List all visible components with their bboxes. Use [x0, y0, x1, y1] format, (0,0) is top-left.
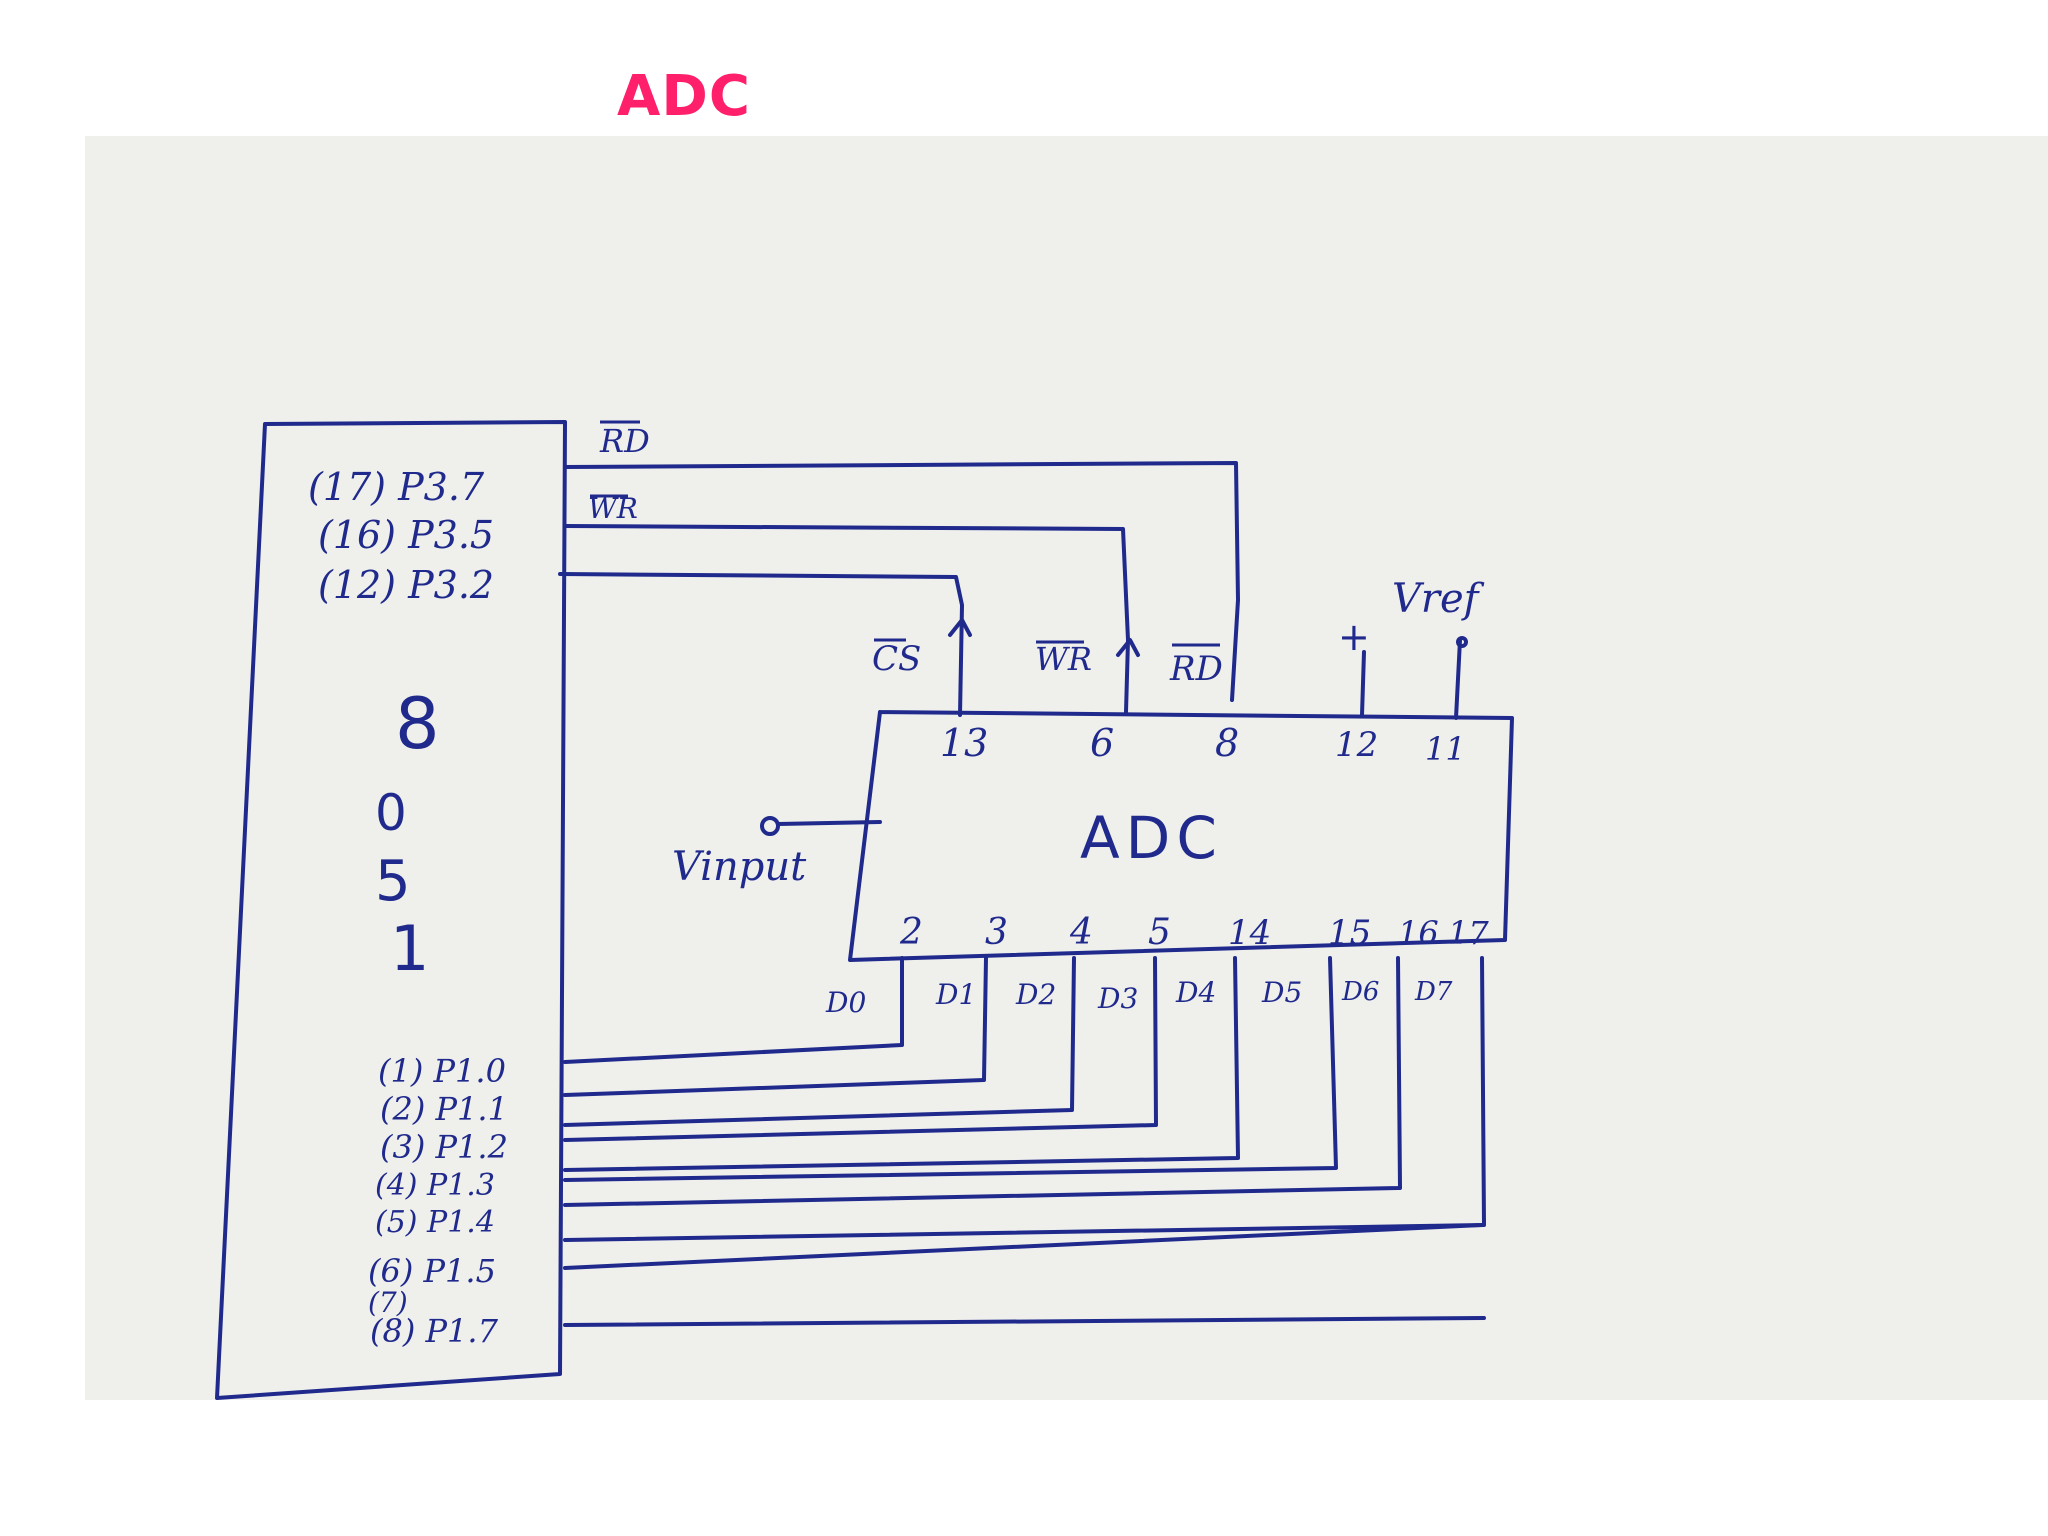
d3-wire	[563, 956, 1158, 1142]
mcu-pin-p17: (8) P1.7	[370, 1312, 499, 1350]
adc-pin-12: 12	[1335, 725, 1378, 765]
mcu-label-8: 8	[395, 683, 440, 765]
data-line-d6: D6	[1341, 977, 1379, 1007]
mcu-label-1: 1	[390, 912, 429, 985]
mcu-pin-p11: (2) P1.1	[380, 1090, 508, 1128]
adc-pin-5: 5	[1148, 912, 1171, 953]
d1-wire	[563, 956, 988, 1097]
data-line-d2: D2	[1015, 978, 1056, 1011]
rd-wire	[563, 461, 1240, 702]
adc-signal-wr: WR	[1035, 640, 1092, 678]
cs-wire	[558, 572, 964, 717]
p17-wire	[563, 1316, 1486, 1327]
d6-wire	[563, 956, 1402, 1207]
data-line-d5: D5	[1261, 976, 1302, 1009]
data-line-d0: D0	[825, 986, 866, 1019]
pin12-wire	[1360, 650, 1366, 717]
adc-pin-11: 11	[1425, 730, 1466, 768]
d4-wire	[563, 956, 1240, 1172]
wr-wire	[563, 524, 1130, 714]
adc-label: ADC	[1080, 804, 1223, 872]
adc-signal-vref: Vref	[1392, 576, 1485, 622]
mcu-pin-7: (7)	[368, 1286, 408, 1319]
mcu-pin-p32: (12) P3.2	[318, 563, 494, 607]
data-line-d7: D7	[1414, 977, 1453, 1007]
mcu-pin-p10: (1) P1.0	[378, 1052, 506, 1090]
mcu-pin-p15: (6) P1.5	[368, 1252, 496, 1290]
adc-pin-2: 2	[899, 912, 923, 953]
vinput-terminal	[760, 816, 780, 836]
mcu-pin-p35: (16) P3.5	[318, 513, 494, 557]
adc-pin-8: 8	[1215, 721, 1239, 765]
adc-signal-plus: +	[1338, 615, 1370, 659]
mcu-label-5: 5	[375, 849, 411, 914]
vref-wire	[1454, 638, 1462, 720]
vinput-label: Vinput	[672, 844, 807, 890]
adc-pin-17: 17	[1448, 914, 1489, 952]
adc-pin-15: 15	[1328, 913, 1371, 953]
vinput-wire	[776, 820, 882, 826]
adc-pin-4: 4	[1069, 912, 1093, 953]
mcu-pin-p37: (17) P3.7	[308, 465, 485, 509]
wr-arrow	[1116, 638, 1140, 657]
mcu-box	[215, 420, 567, 1400]
adc-pin-3: 3	[985, 912, 1008, 953]
data-line-d4: D4	[1175, 976, 1216, 1009]
adc-pin-16: 16	[1398, 914, 1439, 952]
mcu-pin-p12: (3) P1.2	[380, 1128, 508, 1166]
page-title: ADC	[617, 64, 751, 129]
paper-background	[85, 136, 2048, 1400]
mcu-pin-p14: (5) P1.4	[375, 1205, 495, 1240]
d5-wire	[563, 956, 1338, 1182]
d2-wire	[563, 956, 1076, 1127]
d0-wire	[563, 956, 904, 1064]
adc-pin-13: 13	[940, 721, 988, 765]
adc-signal-rd: RD	[1169, 649, 1223, 689]
data-line-d3: D3	[1097, 982, 1138, 1015]
rd-wire-label: RD	[599, 422, 650, 460]
adc-box	[848, 710, 1514, 962]
adc-pin-14: 14	[1228, 913, 1271, 953]
cs-arrow	[948, 618, 972, 637]
mcu-label-0: 0	[375, 784, 407, 842]
mcu-pin-p13: (4) P1.3	[375, 1168, 495, 1203]
d7-extra-wire	[563, 1223, 1484, 1270]
adc-signal-cs: CS	[872, 639, 921, 679]
data-line-d1: D1	[935, 978, 976, 1011]
adc-pin-6: 6	[1090, 721, 1114, 765]
vref-terminal	[1456, 636, 1468, 648]
